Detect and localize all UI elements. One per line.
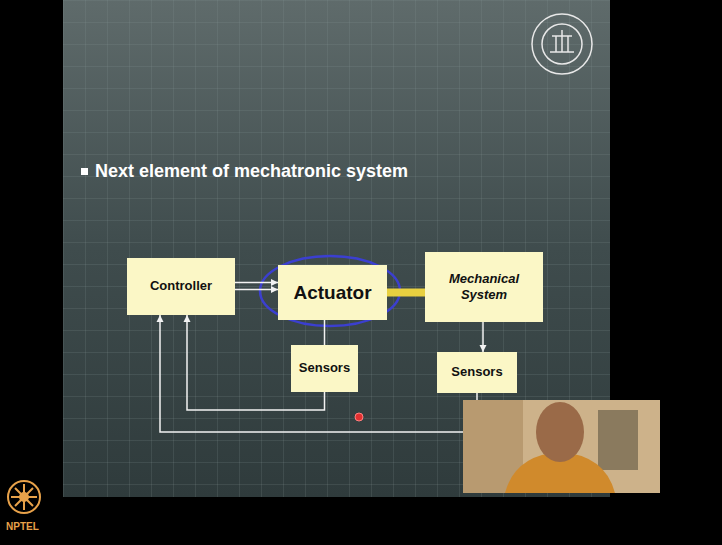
institute-emblem xyxy=(532,14,592,74)
arrow-head xyxy=(480,345,487,352)
webcam-face xyxy=(536,402,584,462)
sensor-box: Sensors xyxy=(437,352,517,393)
connector-line xyxy=(160,315,477,432)
nptel-logo xyxy=(8,481,40,513)
webcam-wall xyxy=(463,400,523,493)
connector-line xyxy=(324,320,326,345)
slide-panel xyxy=(63,0,610,497)
signal-connector xyxy=(235,279,278,286)
webcam-hair xyxy=(536,406,584,420)
arrow-head xyxy=(271,279,278,286)
signal-connector xyxy=(157,315,478,432)
signal-connector xyxy=(324,320,325,345)
webcam-frame xyxy=(463,400,660,493)
sensor-box: Sensors xyxy=(291,345,358,392)
webcam-shelf xyxy=(598,410,638,470)
logo-label: NPTEL xyxy=(6,521,39,532)
signal-connector xyxy=(480,322,487,352)
grid-lines xyxy=(63,0,610,497)
connector-line xyxy=(387,289,425,297)
mechanical-system-box: Mechanical System xyxy=(425,252,543,322)
arrow-head xyxy=(271,286,278,293)
node-label: Controller xyxy=(150,278,212,294)
bullet xyxy=(81,168,88,175)
arrow-head xyxy=(157,315,164,322)
node-label: Actuator xyxy=(293,281,371,305)
highlight-ellipse xyxy=(260,256,400,326)
node-label: Sensors xyxy=(451,364,502,380)
mechanical-coupling xyxy=(387,292,425,293)
arrow-head xyxy=(184,315,191,322)
slide-title: Next element of mechatronic system xyxy=(95,161,408,182)
webcam-shirt xyxy=(505,452,615,493)
controller-box: Controller xyxy=(127,258,235,315)
node-label: Sensors xyxy=(299,360,350,376)
actuator-box: Actuator xyxy=(278,265,387,320)
signal-connector xyxy=(235,286,278,293)
node-label: Mechanical System xyxy=(440,271,528,304)
laser-pointer-dot xyxy=(355,413,363,421)
